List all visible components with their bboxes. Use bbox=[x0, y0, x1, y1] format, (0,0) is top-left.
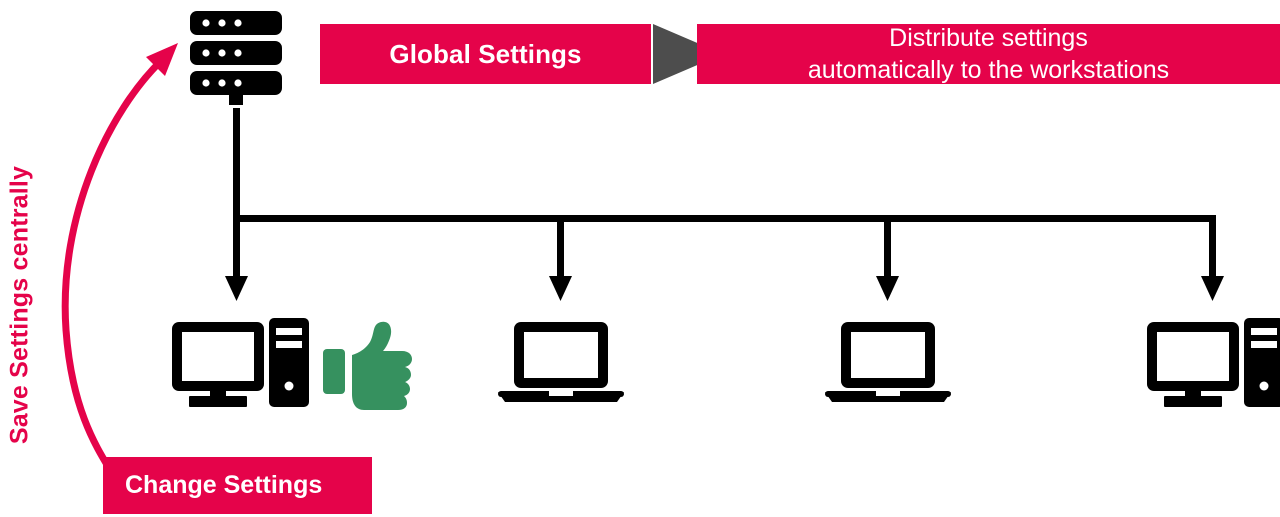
triangle-right-icon bbox=[653, 24, 723, 84]
banner-distribute-settings[interactable]: Distribute settings automatically to the… bbox=[697, 24, 1280, 84]
laptop-icon bbox=[825, 322, 951, 402]
distribution-bus bbox=[233, 108, 1213, 222]
arrow-down-icon bbox=[225, 215, 248, 301]
distribute-line-2: automatically to the workstations bbox=[807, 56, 1170, 84]
banner-global-settings[interactable]: Global Settings bbox=[320, 24, 651, 84]
banner-distribute-settings-text: Distribute settings automatically to the… bbox=[808, 22, 1169, 86]
arrow-down-icon bbox=[876, 215, 899, 301]
laptop-icon bbox=[498, 322, 624, 402]
banner-change-settings[interactable]: Change Settings bbox=[103, 457, 372, 514]
label-save-settings-centrally-text: Save Settings centrally bbox=[5, 165, 34, 445]
desktop-computer-icon bbox=[172, 318, 309, 407]
desktop-computer-icon bbox=[1147, 318, 1280, 407]
arrow-down-icon bbox=[1201, 215, 1224, 301]
curved-arrow-up-icon bbox=[61, 43, 178, 504]
server-rack-icon bbox=[190, 11, 282, 105]
label-save-settings-centrally: Save Settings centrally bbox=[2, 95, 38, 515]
banner-change-settings-label: Change Settings bbox=[125, 471, 323, 499]
distribute-line-1: Distribute settings bbox=[889, 24, 1088, 52]
thumbs-up-icon bbox=[323, 321, 412, 410]
arrow-down-icon bbox=[549, 215, 572, 301]
banner-global-settings-label: Global Settings bbox=[389, 38, 582, 69]
